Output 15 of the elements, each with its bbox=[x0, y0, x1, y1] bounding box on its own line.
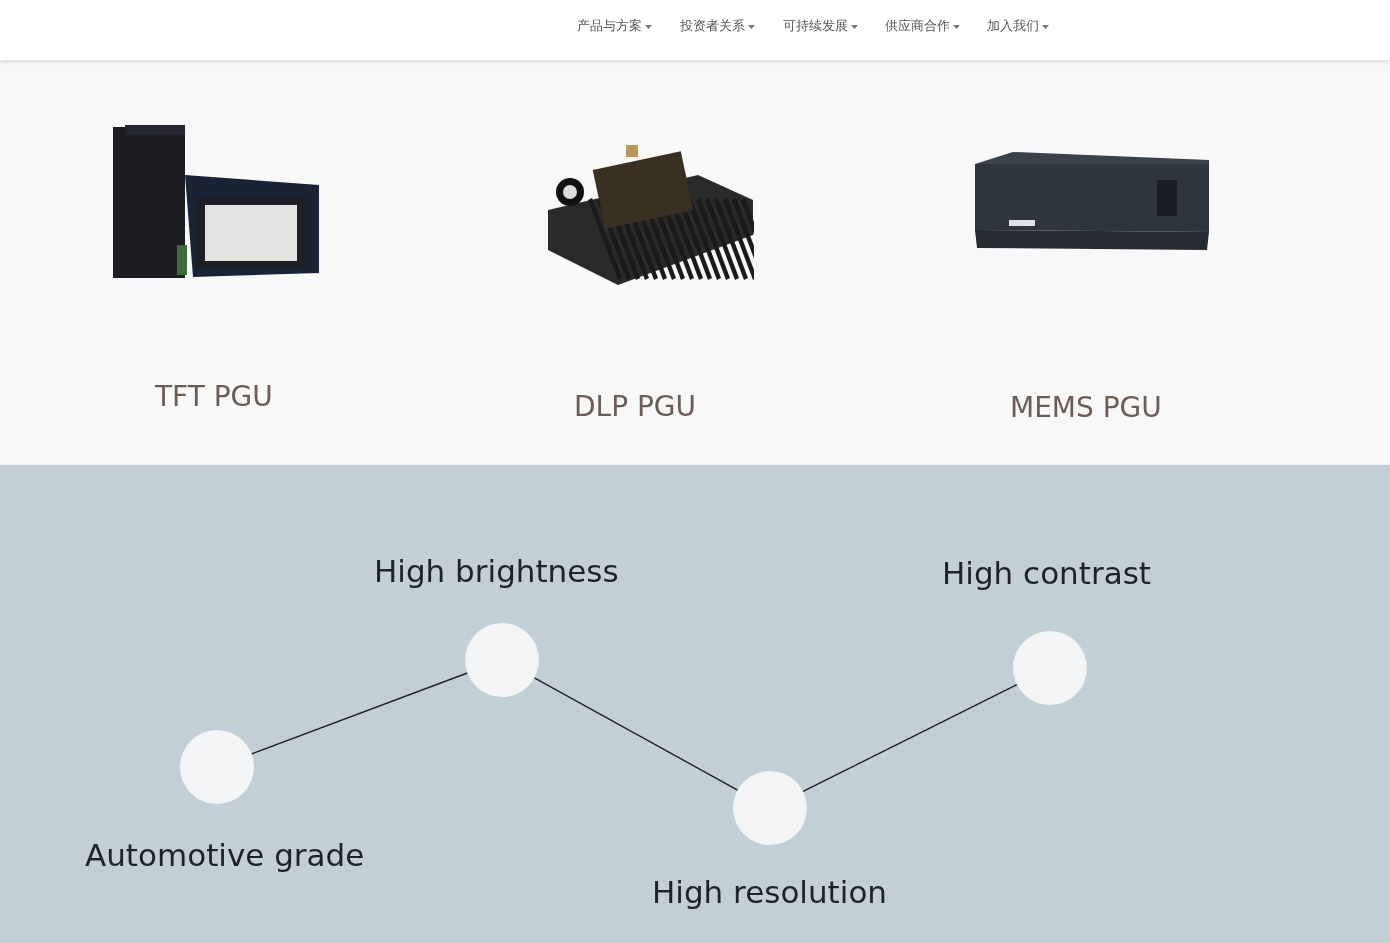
product-caption: DLP PGU bbox=[574, 390, 697, 424]
connector-line bbox=[533, 677, 739, 791]
nav-menu-link: 投资者关系 bbox=[680, 16, 755, 36]
product-caption: MEMS PGU bbox=[1010, 391, 1162, 425]
connector-line bbox=[802, 683, 1018, 793]
feature-label: High resolution bbox=[652, 873, 887, 912]
product-caption: TFT PGU bbox=[155, 380, 273, 414]
nav-menu-link: 供应商合作 bbox=[885, 16, 960, 36]
feature-label: High brightness bbox=[374, 552, 619, 591]
nav-menu-link: 加入我们 bbox=[987, 16, 1049, 36]
connector-line bbox=[250, 672, 469, 755]
feature-label: High contrast bbox=[942, 554, 1151, 593]
feature-label: Automotive grade bbox=[85, 836, 365, 875]
nav-menu-link: 产品与方案 bbox=[577, 16, 652, 36]
nav-menu-link: 可持续发展 bbox=[783, 16, 858, 36]
